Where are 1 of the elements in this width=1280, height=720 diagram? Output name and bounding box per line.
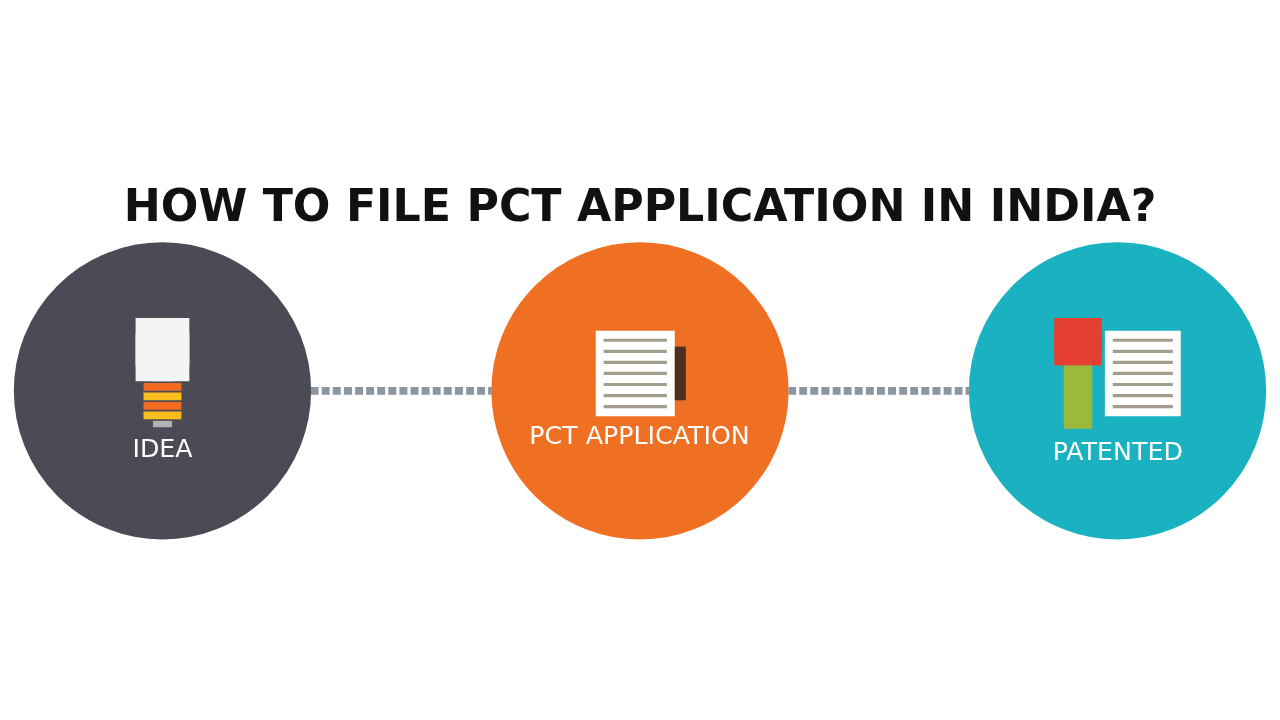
diagram-title: HOW TO FILE PCT APPLICATION IN INDIA? bbox=[123, 180, 1157, 232]
